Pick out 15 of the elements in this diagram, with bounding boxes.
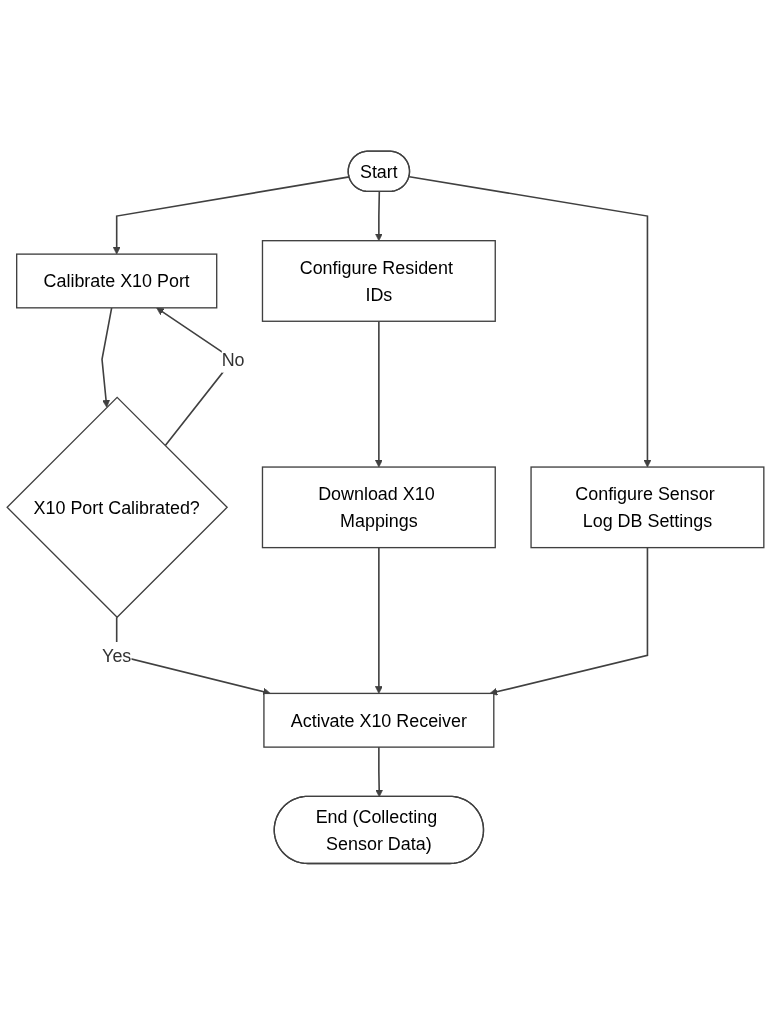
- node-diamond: X10 Port Calibrated?: [6, 396, 229, 618]
- node-box: Download X10 Mappings: [261, 466, 496, 548]
- arrow: [489, 546, 649, 696]
- arrow: [374, 190, 383, 241]
- edge-label: No: [221, 349, 245, 369]
- arrow: [374, 546, 383, 694]
- node-box: Configure Sensor Log DB Settings: [530, 466, 765, 548]
- arrow: [375, 745, 384, 797]
- arrow: [374, 320, 383, 468]
- node-box: Activate X10 Receiver: [263, 692, 495, 748]
- arrow: [101, 306, 113, 408]
- arrow: [408, 175, 652, 468]
- node-box: Calibrate X10 Port: [16, 253, 218, 309]
- edge-label: Yes: [102, 645, 132, 665]
- node-box: Configure Resident IDs: [261, 239, 496, 322]
